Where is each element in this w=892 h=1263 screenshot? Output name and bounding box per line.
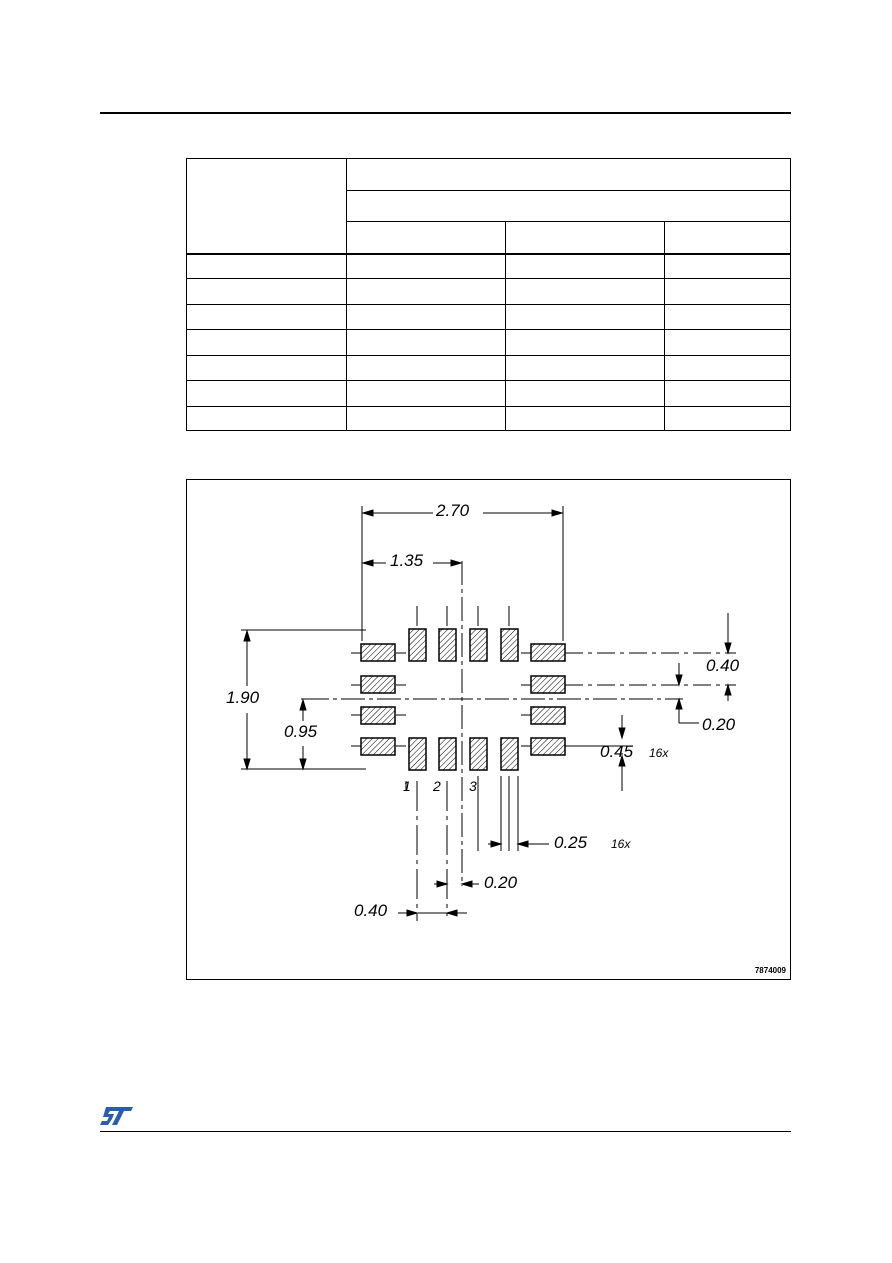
pad	[360, 706, 396, 725]
table-col-divider	[664, 221, 665, 430]
table-row-divider	[187, 304, 790, 305]
pin-label-1: 1	[403, 778, 411, 794]
dim-label-0-20-bottom: 0.20	[484, 873, 518, 892]
table-row-divider	[187, 355, 790, 356]
pad	[438, 737, 457, 771]
pad	[408, 737, 427, 771]
dim-label-0-20-right: 0.20	[702, 715, 736, 734]
table-header-divider	[187, 253, 790, 255]
pad	[530, 706, 566, 725]
figure-code: 7874009	[754, 966, 786, 975]
dimension-table	[186, 158, 791, 431]
pad	[530, 643, 566, 662]
pad	[360, 675, 396, 694]
pad	[408, 628, 427, 662]
dim-label-0-40-bottom: 0.40	[354, 901, 388, 920]
table-row-divider	[346, 221, 790, 222]
table-col-divider	[505, 221, 506, 430]
pin-label-3: 3	[469, 778, 477, 794]
dim-label-1-35: 1.35	[390, 551, 424, 570]
dim-label-0-25: 0.25	[554, 833, 588, 852]
footer-rule	[100, 1131, 791, 1132]
pad	[530, 737, 566, 756]
pin-label-2: 2	[433, 778, 441, 794]
pad	[360, 737, 396, 756]
pad	[500, 737, 519, 771]
dim-label-0-95: 0.95	[284, 722, 318, 741]
pad	[360, 643, 396, 662]
table-col-divider	[346, 159, 347, 430]
dim-label-2-70: 2.70	[436, 501, 470, 520]
table-row-divider	[187, 329, 790, 330]
table-row-divider	[187, 380, 790, 381]
footprint-drawing	[241, 506, 736, 921]
table-row-divider	[187, 278, 790, 279]
dim-label-0-45: 0.45	[600, 742, 634, 761]
st-logo-icon	[100, 1107, 133, 1125]
dim-label-1-90: 1.90	[226, 688, 260, 707]
dim-label-0-40-right: 0.40	[706, 656, 740, 675]
centerlines	[241, 506, 736, 921]
table-row-divider	[187, 406, 790, 407]
dimension-lines	[243, 509, 732, 917]
pad	[500, 628, 519, 662]
footprint-figure: 2.70 1.35 1.90 0.95 0.40 0.20 0.45 16x 0…	[186, 479, 791, 980]
pad	[438, 628, 457, 662]
dim-label-0-25-count: 16x	[611, 837, 631, 851]
table-row-divider	[346, 190, 790, 191]
pad	[530, 675, 566, 694]
header-rule	[100, 112, 791, 114]
dim-label-0-45-count: 16x	[649, 746, 669, 760]
pad	[469, 628, 488, 662]
pad	[469, 737, 488, 771]
pads	[360, 628, 566, 771]
